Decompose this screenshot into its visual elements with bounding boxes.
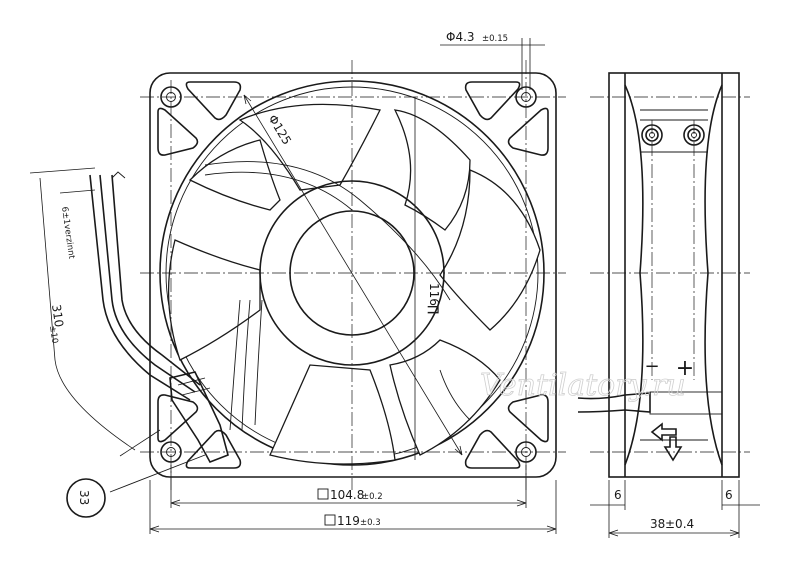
front-view: Φ125 116 ∏ Φ4.3 ±0.15 104.8 ±0.2 119 ±0.… [140, 30, 566, 534]
frame-outline [149, 72, 557, 478]
airflow-arrows [650, 422, 683, 462]
height-dimension: 116 [427, 283, 441, 306]
cable-length: 310 [49, 303, 66, 328]
side-outline [608, 72, 740, 478]
strip-label: 6±1verzinnt [59, 206, 76, 260]
watermark: Ventilatory.ru [480, 368, 686, 403]
terminals [640, 119, 708, 153]
height-suffix: ∏ [427, 305, 441, 314]
left-thickness-dimension: 6 [614, 488, 622, 502]
cable-length-tolerance: ±10 [47, 325, 59, 344]
outer-width-tolerance: ±0.3 [360, 518, 381, 528]
right-thickness-dimension: 6 [725, 488, 733, 502]
hole-tolerance: ±0.15 [482, 34, 508, 44]
depth-tolerance: ±0.4 [665, 517, 694, 531]
inner-width-tolerance: ±0.2 [362, 492, 383, 502]
connector [169, 371, 229, 464]
side-view: − + 6 6 38 ±0.4 [577, 72, 760, 538]
impeller-blades [167, 103, 541, 465]
callout-number: 33 [77, 490, 91, 505]
plus-symbol: + [676, 356, 694, 381]
hole-dimension: Φ4.3 [446, 30, 475, 44]
inner-width-dimension: 104.8 [330, 488, 364, 502]
struts [204, 161, 471, 431]
callout-balloon [66, 478, 106, 518]
depth-dimension: 38 [650, 517, 665, 531]
minus-symbol: − [644, 356, 659, 377]
outer-width-dimension: 119 [337, 514, 360, 528]
